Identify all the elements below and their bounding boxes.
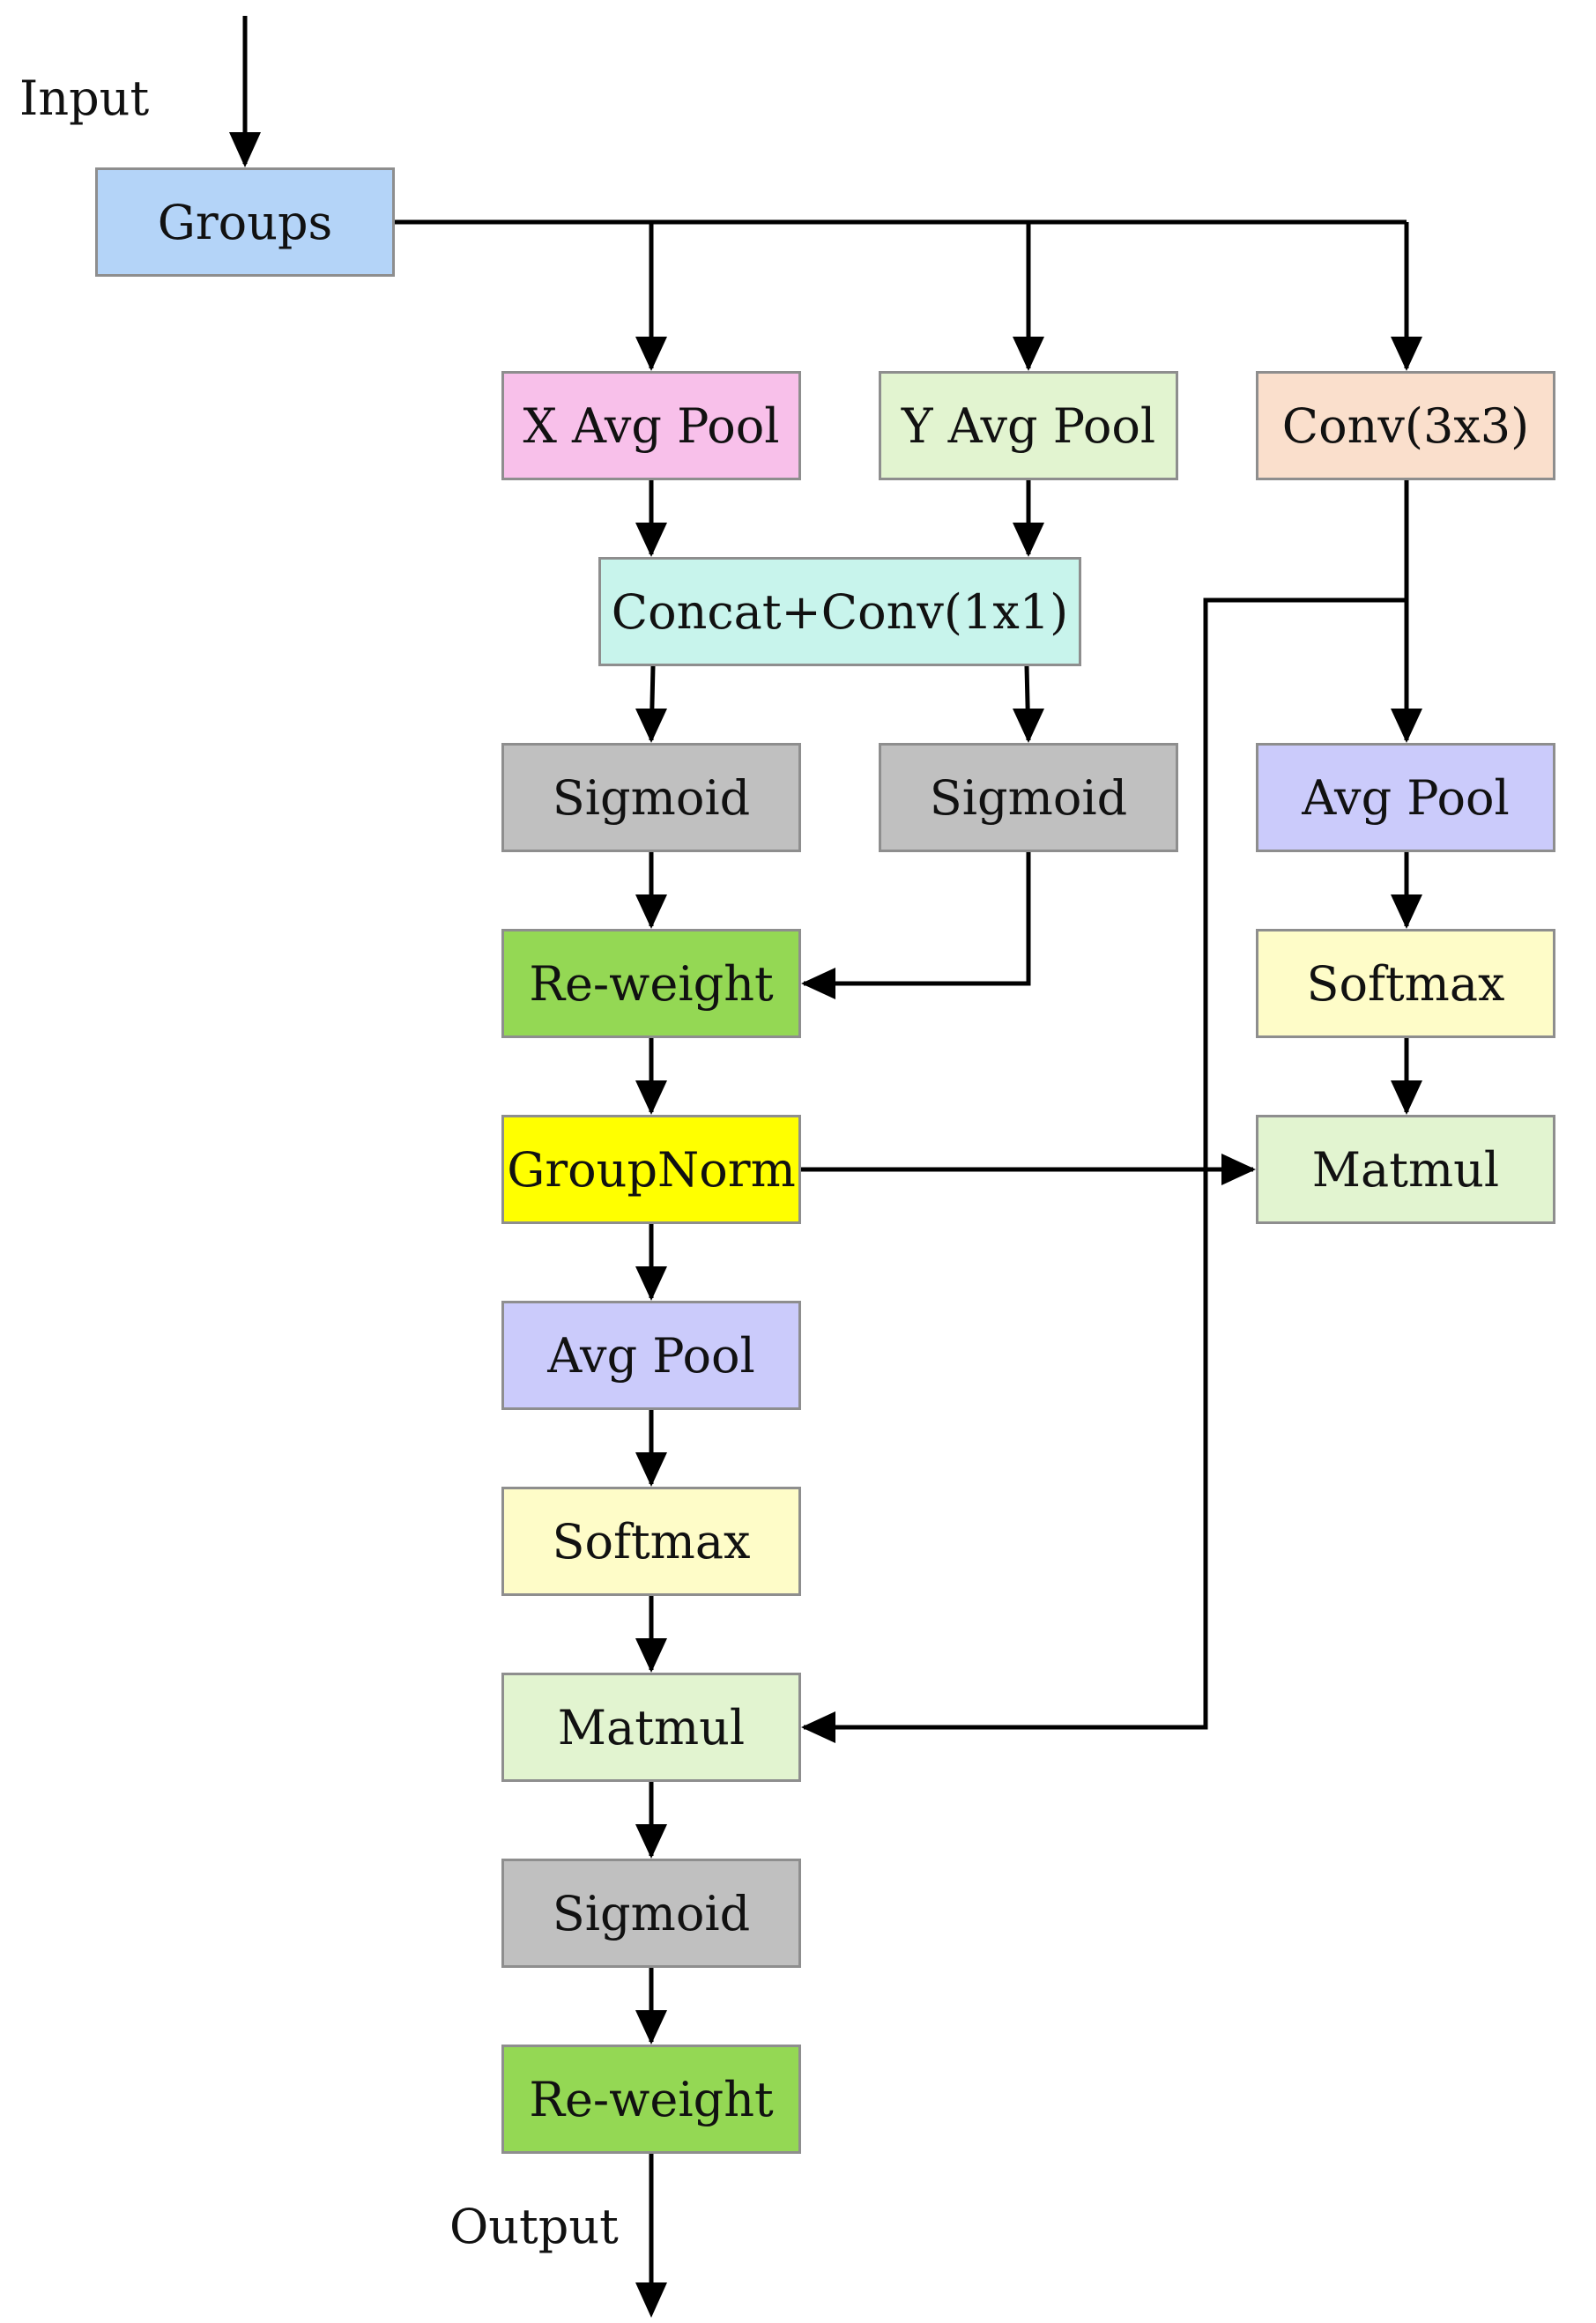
groups-node: Groups bbox=[95, 167, 395, 277]
reweight-node-2: Re-weight bbox=[501, 2045, 801, 2154]
matmul-right-node: Matmul bbox=[1256, 1115, 1555, 1224]
matmul-left-node: Matmul bbox=[501, 1673, 801, 1782]
avg-pool-left-node: Avg Pool bbox=[501, 1301, 801, 1410]
sigmoid-y-node: Sigmoid bbox=[879, 743, 1178, 852]
sigmoid-x-node: Sigmoid bbox=[501, 743, 801, 852]
groupnorm-node: GroupNorm bbox=[501, 1115, 801, 1224]
avg-pool-right-node: Avg Pool bbox=[1256, 743, 1555, 852]
softmax-left-node: Softmax bbox=[501, 1487, 801, 1596]
input-label: Input bbox=[19, 71, 150, 126]
output-label: Output bbox=[449, 2199, 619, 2254]
arrow-conv3-to-matmul-left bbox=[804, 597, 1407, 1730]
softmax-right-node: Softmax bbox=[1256, 929, 1555, 1038]
arrowhead-input bbox=[229, 132, 261, 167]
arrow-sigy-to-reweight bbox=[804, 852, 1031, 986]
x-avg-pool-node: X Avg Pool bbox=[501, 371, 801, 480]
sigmoid-output-node: Sigmoid bbox=[501, 1859, 801, 1968]
arrowheads bbox=[229, 132, 1422, 2318]
concat-conv1x1-node: Concat+Conv(1x1) bbox=[598, 557, 1081, 666]
reweight-node-1: Re-weight bbox=[501, 929, 801, 1038]
conv3x3-node: Conv(3x3) bbox=[1256, 371, 1555, 480]
y-avg-pool-node: Y Avg Pool bbox=[879, 371, 1178, 480]
